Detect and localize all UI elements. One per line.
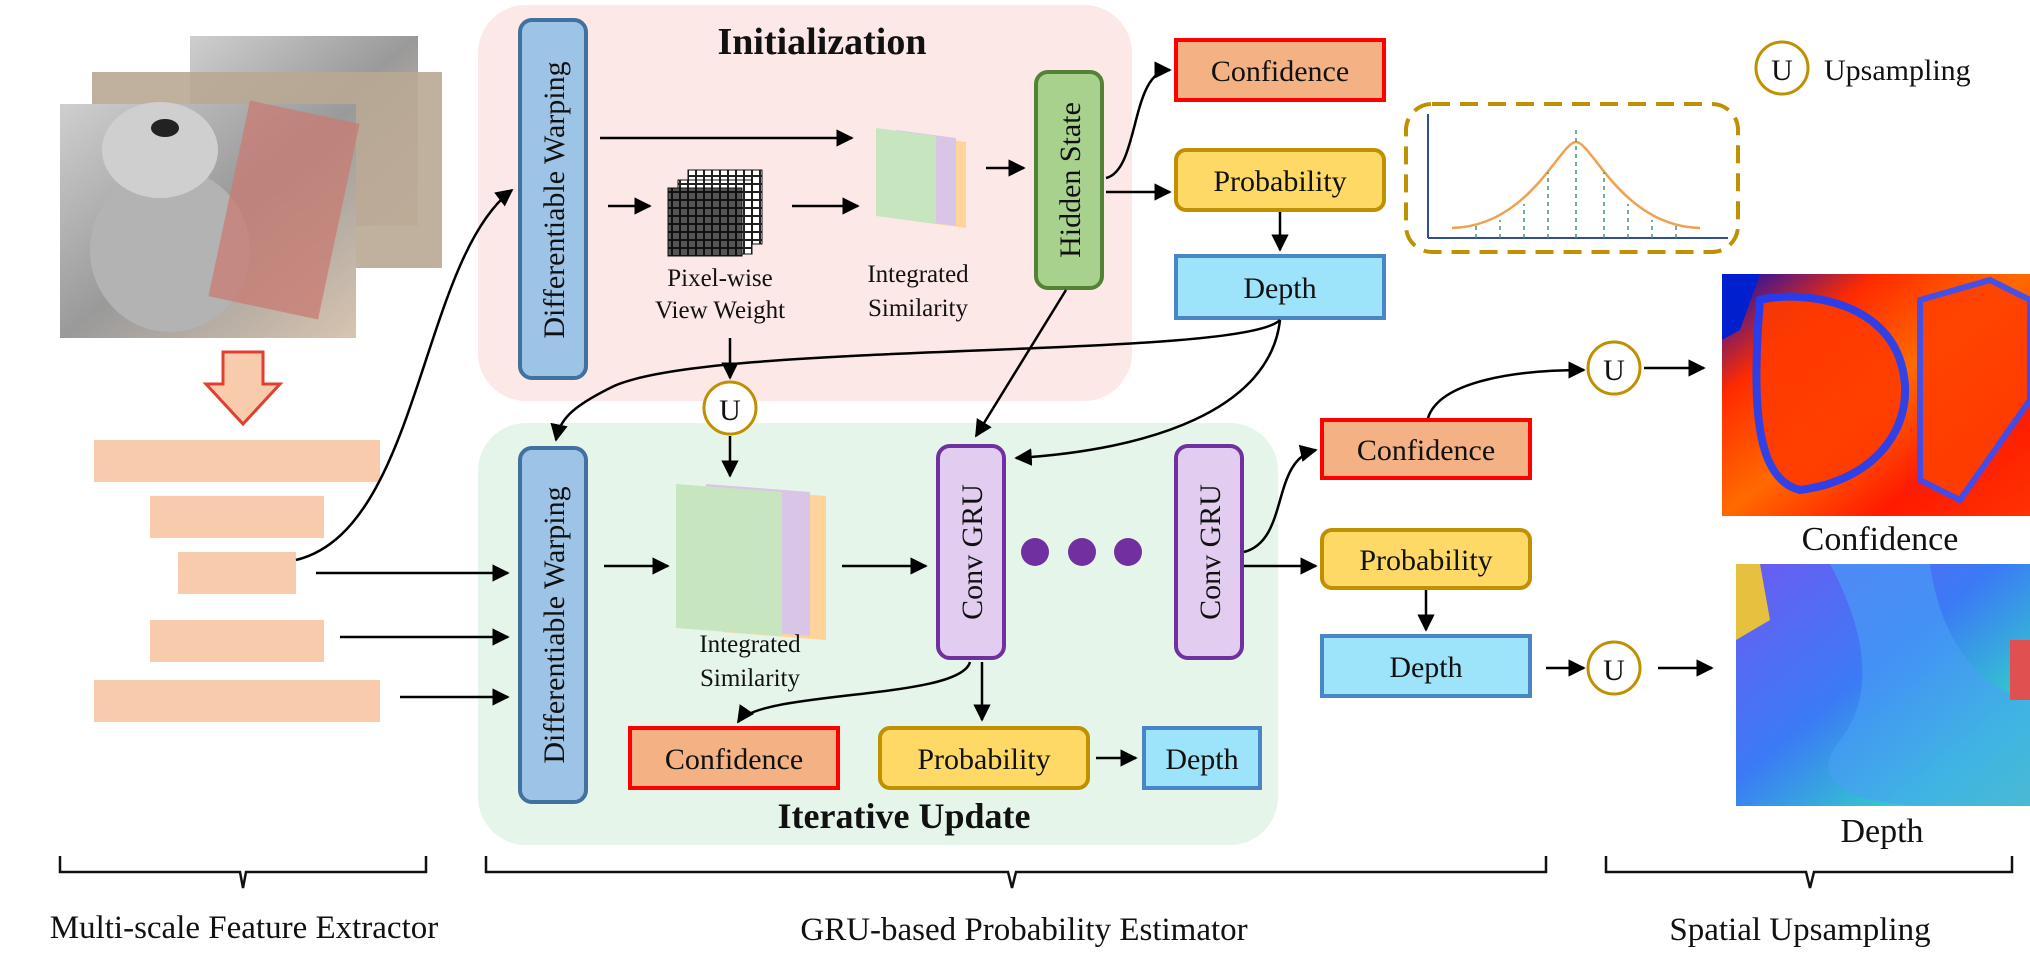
- iter-depth-label-bottom: Depth: [1165, 743, 1238, 776]
- iter-probability-box-bottom[interactable]: [878, 726, 1090, 790]
- module-braces: [58, 856, 2014, 889]
- init-similarity-stack: [876, 128, 966, 228]
- iter-depth-label-right: Depth: [1389, 651, 1462, 684]
- iter-similarity-label-2: Similarity: [700, 665, 801, 692]
- iter-similarity-label-1: Integrated: [699, 631, 801, 658]
- weight-upsample-icon: [702, 380, 758, 436]
- init-depth-box[interactable]: [1174, 254, 1386, 320]
- iter-probability-label-right: Probability: [1359, 544, 1492, 577]
- bunny-head: [102, 102, 218, 198]
- upsampling-legend-symbol: U: [1771, 54, 1793, 87]
- init-similarity-label-1: Integrated: [867, 261, 969, 288]
- init-confidence-box[interactable]: [1174, 38, 1386, 102]
- iter-confidence-box-bottom[interactable]: [628, 726, 840, 790]
- conv-gru-box-1[interactable]: [936, 444, 1006, 660]
- iter-similarity-stack: [676, 484, 826, 640]
- feature-bar-1: [94, 440, 380, 482]
- feature-bar-2: [150, 496, 324, 538]
- probability-estimator-label: GRU-based Probability Estimator: [800, 912, 1247, 948]
- ellipsis-dot-1: [1021, 538, 1049, 566]
- gaussian-plot: [1427, 114, 1728, 239]
- init-warping-label: Differentiable Warping: [538, 61, 571, 338]
- confidence-map-label: Confidence: [1802, 521, 1959, 558]
- feature-extraction-arrow: [202, 350, 284, 427]
- confidence-upsample-symbol: U: [1603, 354, 1625, 387]
- spatial-upsampling-label: Spatial Upsampling: [1669, 912, 1930, 948]
- init-warping-box[interactable]: [518, 18, 588, 380]
- init-similarity-label-2: Similarity: [868, 295, 969, 322]
- bunny-eye: [151, 119, 179, 137]
- iter-warping-label: Differentiable Warping: [538, 486, 571, 763]
- conv-gru-box-2[interactable]: [1174, 444, 1244, 660]
- conv-gru-label-1: Conv GRU: [956, 484, 989, 620]
- iterative-update-title: Iterative Update: [778, 796, 1031, 836]
- pixel-weight-label-2: View Weight: [655, 297, 785, 324]
- initialization-title: Initialization: [717, 21, 926, 63]
- iter-confidence-box-right[interactable]: [1320, 418, 1532, 480]
- depth-upsample-icon: [1586, 640, 1642, 696]
- iter-depth-box-bottom[interactable]: [1142, 726, 1262, 790]
- init-probability-label: Probability: [1213, 165, 1346, 198]
- red-sign: [208, 100, 360, 320]
- depth-map-label: Depth: [1840, 813, 1923, 850]
- probability-distribution-inset: [1404, 102, 1740, 254]
- ellipsis-dot-3: [1114, 538, 1142, 566]
- conv-gru-label-2: Conv GRU: [1194, 484, 1227, 620]
- upsampling-legend-icon: [1754, 40, 1810, 96]
- iter-probability-label-bottom: Probability: [917, 743, 1050, 776]
- feature-bar-4: [150, 620, 324, 662]
- pixel-weight-label-1: Pixel-wise: [667, 265, 773, 292]
- feature-pyramid: [94, 440, 380, 722]
- initialization-region: [478, 5, 1132, 401]
- iter-confidence-label-bottom: Confidence: [665, 743, 803, 776]
- input-image-stack: [60, 36, 442, 338]
- confidence-map-image: [1722, 274, 2030, 516]
- depth-map-image: [1736, 564, 2030, 806]
- flow-arrows: [295, 61, 1714, 767]
- hidden-state-label: Hidden State: [1054, 102, 1087, 258]
- init-probability-box[interactable]: [1174, 148, 1386, 212]
- hidden-state-box[interactable]: [1034, 70, 1104, 290]
- init-confidence-label: Confidence: [1211, 55, 1349, 88]
- feature-bar-5: [94, 680, 380, 722]
- init-depth-label: Depth: [1243, 272, 1316, 305]
- confidence-upsample-icon: [1586, 340, 1642, 396]
- iter-depth-box-right[interactable]: [1320, 634, 1532, 698]
- iter-confidence-label-right: Confidence: [1357, 434, 1495, 467]
- iter-warping-box[interactable]: [518, 446, 588, 804]
- feature-bar-3: [178, 552, 296, 594]
- depth-upsample-symbol: U: [1603, 654, 1625, 687]
- ellipsis-dot-2: [1068, 538, 1096, 566]
- feature-extractor-label: Multi-scale Feature Extractor: [50, 910, 439, 946]
- iter-probability-box-right[interactable]: [1320, 528, 1532, 590]
- upsampling-legend-label: Upsampling: [1824, 54, 1971, 87]
- pixel-weight-grid: [667, 169, 763, 257]
- weight-upsample-symbol: U: [719, 394, 741, 427]
